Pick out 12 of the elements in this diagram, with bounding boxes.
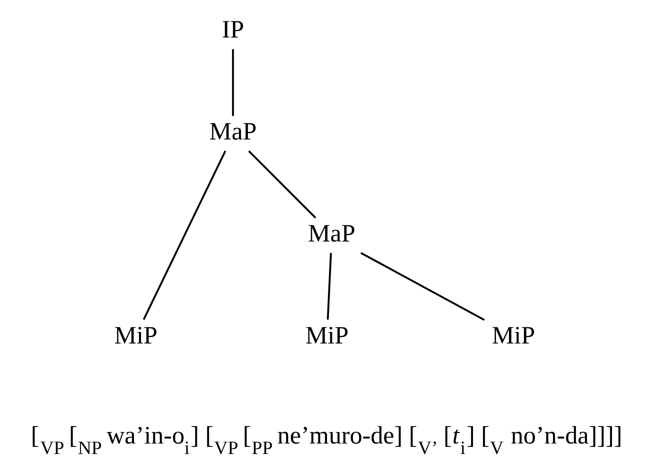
node-text: MaP — [208, 118, 256, 146]
connector — [142, 150, 226, 320]
node-text: IP — [221, 16, 244, 44]
connector — [248, 150, 316, 218]
node-text: MiP — [114, 322, 157, 350]
connector — [326, 252, 332, 320]
connector — [232, 49, 234, 116]
label: [$_{VP}$ [$_{NP}$ wa’in-o$_{i}$] [$_{VP}$ [$_{PP}$ ne’muro-de] [$_{V’}$ [t$_{i}$] [$_{V}$ no’n-da]]]] — [30, 422, 622, 460]
node-text: MaP — [308, 220, 355, 248]
node-text: MiP — [491, 322, 535, 350]
connector — [360, 252, 484, 321]
node-text: MiP — [304, 322, 348, 350]
